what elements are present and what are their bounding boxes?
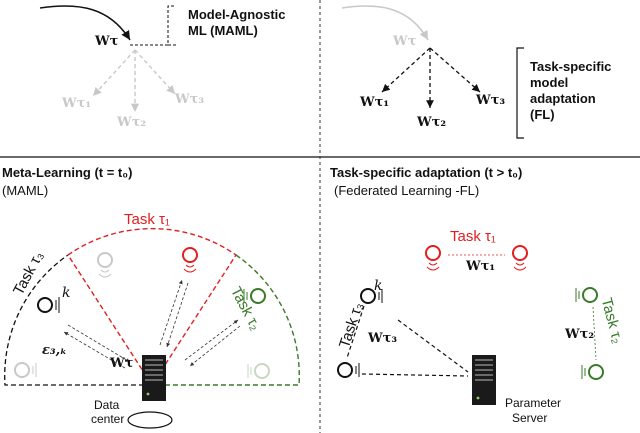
link-center-to-k: [63, 331, 126, 369]
fl-caption-bracket: [516, 47, 524, 139]
sector-task2-green: [152, 254, 300, 386]
maml-w-tau3: Wτ₃: [175, 92, 205, 107]
link-red-down: [166, 282, 189, 348]
fl-link-k-server: [397, 319, 469, 373]
data-center-label-line2: center: [91, 412, 125, 426]
meta-learning-subtitle: (MAML): [2, 183, 49, 198]
link-k-to-center: [67, 324, 131, 363]
bl-error-label: ε₃,ₖ: [42, 343, 67, 358]
data-center-label-line1: Data: [94, 398, 120, 412]
fl-caption-line1: Task-specific: [530, 59, 612, 74]
device-fl-green-bottom: [581, 364, 604, 380]
device-fl-k-black: [360, 288, 383, 304]
link-red-up: [159, 279, 183, 346]
fl-w-tau3: Wτ₃: [476, 93, 506, 108]
fl-w-tau2: Wτ₂: [417, 115, 447, 130]
maml-w-tau: Wτ: [95, 34, 119, 49]
parameter-server-icon: [472, 355, 496, 405]
device-faded-left: [97, 252, 113, 278]
br-w-tau1: Wτ₁: [466, 259, 496, 274]
br-w-tau3: Wτ₃: [368, 331, 398, 346]
device-faded-bottom: [14, 362, 37, 378]
device-task1-red: [182, 247, 198, 273]
bl-device-k-label: k: [62, 285, 71, 301]
adaptation-title: Task-specific adaptation (t > t₀): [330, 165, 523, 180]
br-w-tau2: Wτ₂: [565, 327, 595, 342]
maml-arrow-tau1: [92, 49, 136, 97]
fl-arrow-tau1: [381, 47, 431, 93]
device-k-black: [37, 297, 60, 313]
maml-arrow-tau3: [134, 49, 176, 95]
parameter-server-label-line2: Server: [512, 411, 548, 425]
device-fl-red-left: [425, 245, 441, 271]
sector-task3-black: [4, 254, 152, 386]
device-fl-green-top: [575, 287, 598, 303]
fl-arrow-tau3: [429, 47, 481, 93]
device-fl-red-right: [512, 245, 528, 271]
meta-learning-title: Meta-Learning (t = t₀): [2, 165, 133, 180]
br-task1-label: Task τ₁: [450, 228, 496, 245]
bl-task1-label: Task τ₁: [124, 211, 170, 228]
parameter-server-label-line1: Parameter: [505, 396, 562, 410]
maml-w-tau2: Wτ₂: [117, 115, 147, 130]
data-center-server-icon: [142, 355, 166, 401]
br-device-k-label: k: [374, 278, 383, 294]
fl-w-tau1: Wτ₁: [360, 95, 390, 110]
data-center-loop-icon: [127, 411, 173, 429]
fl-link-bottom-server: [361, 373, 469, 377]
adaptation-subtitle: (Federated Learning -FL): [334, 183, 480, 198]
link-green-up: [184, 319, 239, 361]
maml-w-tau1: Wτ₁: [62, 96, 92, 111]
fl-caption-line3: adaptation: [530, 91, 596, 106]
fl-caption-line2: model: [530, 75, 569, 90]
maml-trajectory: [39, 5, 131, 41]
fl-link-k-bottom: [346, 305, 365, 359]
maml-caption-line1: Model-Agnostic: [188, 7, 286, 22]
device-fl-black-bottom: [337, 362, 360, 378]
maml-bracket: [130, 5, 176, 46]
device-faded-green: [247, 363, 270, 379]
bl-w-tau-label: Wτ: [110, 356, 134, 371]
sector-task1-red: [67, 227, 237, 387]
fl-caption-line4: (FL): [530, 107, 555, 122]
maml-caption-line2: ML (MAML): [188, 23, 258, 38]
fl-green-link: [592, 306, 597, 361]
link-green-down: [189, 325, 241, 367]
fl-w-tau-faded: Wτ: [393, 34, 417, 49]
fl-trajectory-faded: [341, 5, 429, 41]
device-task2-green: [243, 288, 266, 304]
